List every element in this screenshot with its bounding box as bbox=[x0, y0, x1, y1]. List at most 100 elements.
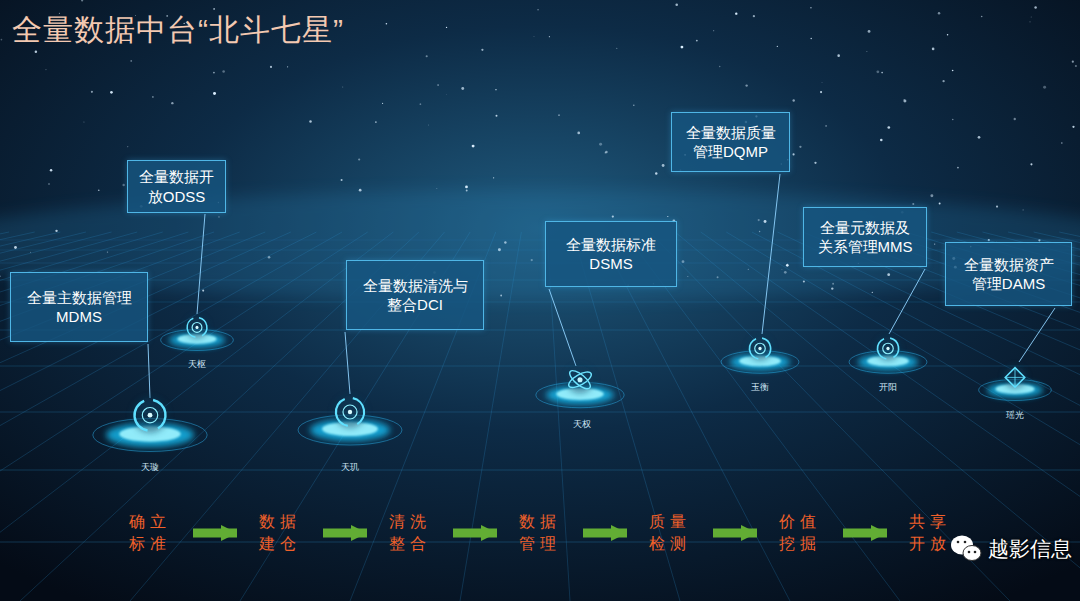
icon-halo bbox=[876, 337, 900, 361]
wechat-logo bbox=[951, 536, 981, 561]
callout-text: 全量数据质量 管理DQMP bbox=[686, 123, 776, 162]
star-dot bbox=[358, 158, 360, 160]
star-dot bbox=[687, 276, 689, 278]
icon-core bbox=[886, 347, 889, 350]
star-dot bbox=[947, 34, 948, 35]
star-dot bbox=[202, 290, 204, 292]
icon-arc bbox=[749, 338, 759, 360]
step-text: 数据 建仓 bbox=[259, 511, 301, 554]
grid-line bbox=[0, 470, 1080, 471]
grid-line bbox=[0, 280, 1080, 281]
star-dot bbox=[713, 30, 714, 31]
star-dot bbox=[942, 80, 944, 82]
icon-diamond bbox=[1005, 368, 1025, 388]
flow-arrow bbox=[583, 529, 627, 538]
icon-diamond bbox=[1005, 368, 1025, 388]
icon-halo bbox=[566, 366, 593, 393]
flow-arrow bbox=[453, 529, 497, 538]
watermark: 越影信息 bbox=[988, 535, 1072, 563]
icon-arc bbox=[133, 400, 147, 432]
star-dot bbox=[799, 146, 801, 148]
icon-halo bbox=[334, 396, 366, 428]
star-dot bbox=[213, 92, 216, 95]
flow-arrow bbox=[843, 529, 887, 538]
star-dot bbox=[792, 153, 794, 155]
star-dot bbox=[868, 30, 871, 33]
star-dot bbox=[122, 184, 124, 186]
star-dot bbox=[616, 48, 617, 49]
star-dot bbox=[107, 251, 108, 252]
star-dot bbox=[820, 91, 822, 93]
star-dot bbox=[420, 103, 422, 105]
star-dot bbox=[382, 103, 383, 104]
star-dot bbox=[50, 169, 53, 172]
step-text: 共享 开放 bbox=[909, 511, 951, 554]
star-dot bbox=[130, 60, 132, 62]
star-dot bbox=[55, 230, 57, 232]
icon-arc bbox=[890, 337, 899, 358]
star-dot bbox=[270, 66, 272, 68]
star-dot bbox=[781, 269, 783, 271]
star-dot bbox=[1030, 16, 1032, 18]
icon-core bbox=[148, 413, 153, 418]
star-dot bbox=[675, 3, 678, 6]
star-label: 天玑 bbox=[341, 461, 359, 474]
step-text: 价值 挖掘 bbox=[779, 511, 821, 554]
icon-ring bbox=[192, 323, 202, 333]
icon-orbit bbox=[567, 368, 593, 392]
star-dot bbox=[748, 269, 749, 270]
icon-arc bbox=[186, 318, 195, 338]
star-label: 天枢 bbox=[188, 358, 206, 371]
platform-icon bbox=[536, 366, 624, 408]
glow-platforms bbox=[93, 316, 1052, 451]
callout-box: 全量数据清洗与 整合DCI bbox=[346, 260, 484, 330]
icon-ring bbox=[343, 405, 357, 419]
process-step: 共享 开放 bbox=[907, 509, 953, 556]
icon-arc bbox=[153, 399, 167, 430]
star-dot bbox=[759, 231, 760, 232]
leader-line bbox=[197, 214, 205, 314]
grid-line bbox=[0, 232, 316, 601]
star-dot bbox=[558, 114, 560, 116]
grid-line bbox=[0, 232, 9, 601]
star-dot bbox=[825, 125, 826, 126]
star-dot bbox=[939, 203, 941, 205]
icon-arc bbox=[199, 317, 208, 337]
step-text: 数据 管理 bbox=[519, 511, 561, 554]
star-dot bbox=[599, 143, 602, 146]
icon-halo bbox=[1004, 366, 1026, 388]
icon-core bbox=[348, 410, 352, 414]
star-dot bbox=[127, 146, 129, 148]
star-dot bbox=[1072, 126, 1074, 128]
star-dot bbox=[1014, 118, 1016, 120]
star-dot bbox=[810, 7, 811, 8]
star-dot bbox=[758, 219, 760, 221]
callout-text: 全量主数据管理 MDMS bbox=[27, 288, 132, 327]
grid-line bbox=[0, 232, 265, 601]
star-dot bbox=[612, 215, 614, 217]
star-dot bbox=[957, 167, 959, 169]
grid-line bbox=[906, 232, 1080, 601]
flow-arrow bbox=[713, 529, 757, 538]
grid-line bbox=[675, 232, 1080, 601]
leader-line bbox=[345, 332, 350, 394]
star-dot bbox=[495, 115, 497, 117]
star-dot bbox=[110, 91, 113, 94]
step-text: 确立 标准 bbox=[129, 511, 171, 554]
star-dot bbox=[466, 190, 468, 192]
grid-line bbox=[854, 232, 1080, 601]
grid-line bbox=[598, 232, 790, 601]
star-dot bbox=[784, 271, 787, 274]
star-dot bbox=[1072, 61, 1074, 63]
callout-text: 全量数据清洗与 整合DCI bbox=[363, 276, 468, 315]
logo-bubble bbox=[963, 546, 981, 561]
callout-text: 全量元数据及 关系管理MMS bbox=[818, 218, 913, 257]
leader-line bbox=[762, 174, 780, 334]
leader-lines bbox=[148, 174, 1055, 398]
star-dot bbox=[930, 194, 933, 197]
icon-arc bbox=[335, 398, 348, 427]
star-dot bbox=[98, 189, 100, 191]
